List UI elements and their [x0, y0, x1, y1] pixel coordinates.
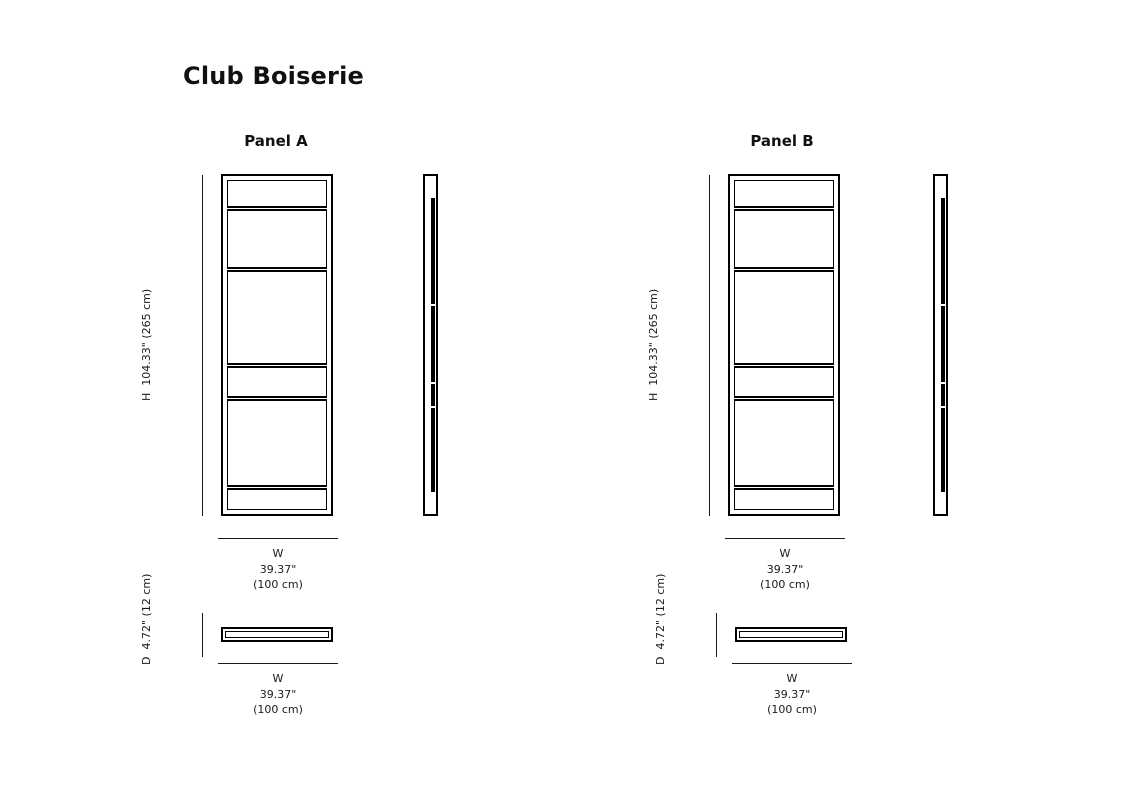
panel-b-plan-width-metric: (100 cm)	[767, 703, 817, 717]
panel-group-a: Panel A H 104.33" (265 cm) W 39.37" (100 c…	[0, 0, 520, 800]
panel-a-plan-view	[221, 627, 333, 642]
panel-b-side-core	[941, 198, 945, 492]
panel-a-depth-metric: (12 cm)	[140, 573, 153, 617]
panel-a-depth-label: D 4.72" (12 cm)	[140, 574, 200, 665]
panel-a-height-label: H 104.33" (265 cm)	[140, 285, 200, 405]
panel-a-plan-width-metric: (100 cm)	[253, 703, 303, 717]
panel-b-width-symbol: W	[779, 547, 791, 560]
panel-b-shelf-4	[734, 396, 834, 402]
panel-b-height-symbol: H	[647, 392, 660, 402]
panel-b-depth-imperial: 4.72"	[654, 619, 667, 650]
panel-a-height-imperial: 104.33"	[140, 342, 153, 386]
panel-group-b: Panel B H 104.33" (265 cm) W 39.37" (100 c…	[507, 0, 1027, 800]
panel-a-side-notch-2	[431, 382, 435, 385]
panel-b-side-view	[933, 174, 948, 516]
panel-a-shelf-2	[227, 267, 327, 273]
panel-b-shelf-3	[734, 362, 834, 368]
panel-a-height-symbol: H	[140, 392, 153, 402]
panel-b-front-view	[728, 174, 840, 516]
panel-b-width-dimension-line	[725, 538, 845, 539]
panel-b-plan-width-dimension-line	[732, 663, 852, 664]
page-title: Club Boiserie	[183, 62, 364, 90]
panel-a-plan-width-imperial: 39.37"	[259, 687, 297, 701]
panel-a-side-notch-1	[431, 304, 435, 307]
panel-a-height-metric: (265 cm)	[140, 288, 153, 339]
panel-a-width-metric: (100 cm)	[253, 578, 303, 592]
panel-b-depth-symbol: D	[654, 656, 667, 665]
panel-a-depth-dimension-line	[202, 613, 203, 657]
panel-a-shelf-4	[227, 396, 327, 402]
panel-a-front-inner-frame	[227, 180, 327, 510]
panel-b-depth-label: D 4.72" (12 cm)	[654, 574, 714, 665]
panel-b-height-dimension-line	[709, 175, 710, 516]
panel-b-side-notch-1	[941, 304, 945, 307]
panel-a-plan-width-label: W 39.37" (100 cm)	[198, 671, 358, 718]
panel-a-side-notch-3	[431, 405, 435, 408]
panel-a-width-symbol: W	[272, 547, 284, 560]
panel-b-plan-width-symbol: W	[786, 672, 798, 685]
panel-a-side-view	[423, 174, 438, 516]
panel-a-width-dimension-line	[218, 538, 338, 539]
panel-b-depth-dimension-line	[716, 613, 717, 657]
panel-a-side-core	[431, 198, 435, 492]
panel-b-height-metric: (265 cm)	[647, 288, 660, 339]
panel-a-caption: Panel A	[244, 132, 308, 150]
panel-a-depth-imperial: 4.72"	[140, 619, 153, 650]
panel-b-width-metric: (100 cm)	[760, 578, 810, 592]
panel-b-plan-view	[735, 627, 847, 642]
panel-b-depth-metric: (12 cm)	[654, 573, 667, 617]
panel-b-side-notch-2	[941, 382, 945, 385]
panel-a-depth-symbol: D	[140, 656, 153, 665]
panel-a-height-dimension-line	[202, 175, 203, 516]
panel-a-shelf-3	[227, 362, 327, 368]
panel-a-shelf-5	[227, 485, 327, 491]
panel-b-shelf-1	[734, 205, 834, 211]
panel-b-width-imperial: 39.37"	[766, 562, 804, 576]
panel-a-front-view	[221, 174, 333, 516]
panel-a-plan-core	[225, 631, 329, 638]
panel-b-shelf-5	[734, 485, 834, 491]
panel-b-plan-width-imperial: 39.37"	[773, 687, 811, 701]
panel-b-front-inner-frame	[734, 180, 834, 510]
panel-a-plan-width-dimension-line	[218, 663, 338, 664]
panel-b-caption: Panel B	[750, 132, 814, 150]
panel-a-shelf-1	[227, 205, 327, 211]
panel-b-width-label: W 39.37" (100 cm)	[705, 546, 865, 593]
panel-b-height-label: H 104.33" (265 cm)	[647, 285, 707, 405]
panel-b-plan-core	[739, 631, 843, 638]
panel-b-shelf-2	[734, 267, 834, 273]
panel-b-side-notch-3	[941, 405, 945, 408]
panel-a-width-imperial: 39.37"	[259, 562, 297, 576]
panel-b-height-imperial: 104.33"	[647, 342, 660, 386]
panel-b-plan-width-label: W 39.37" (100 cm)	[712, 671, 872, 718]
panel-a-plan-width-symbol: W	[272, 672, 284, 685]
panel-a-width-label: W 39.37" (100 cm)	[198, 546, 358, 593]
